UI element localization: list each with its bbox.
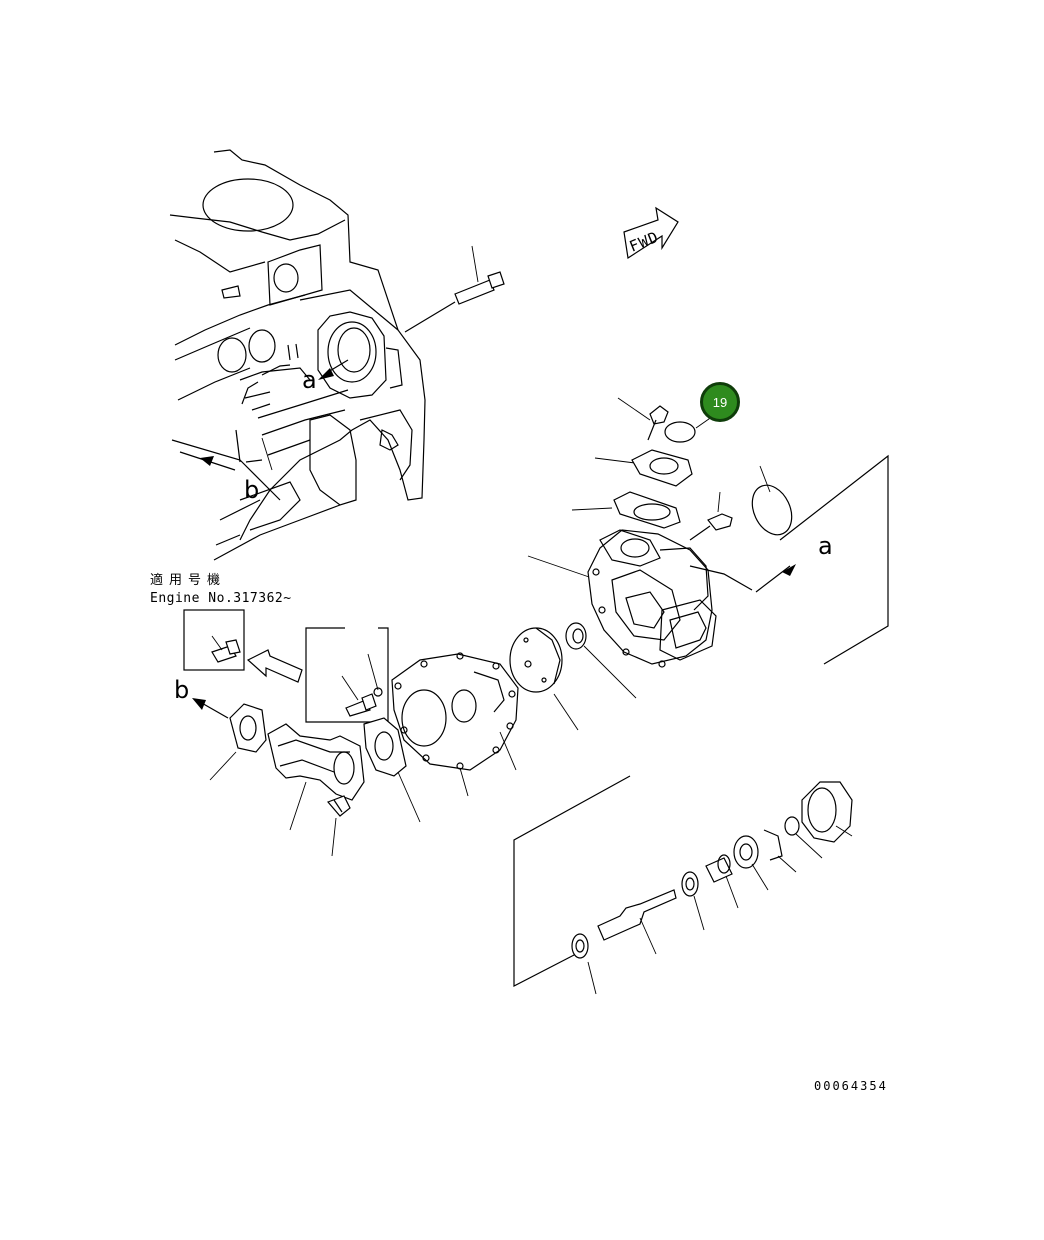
- pump-seal: [565, 622, 637, 699]
- inlet-gasket: [192, 698, 267, 781]
- applicability-title: 適用号機: [150, 573, 227, 588]
- applicability-engine-range: Engine No.317362~: [150, 591, 292, 606]
- inlet-elbow: [267, 723, 365, 857]
- ref-letter-b-engine: b: [244, 476, 260, 504]
- outlet-gasket: [363, 717, 421, 823]
- thermostat-cover-group: [571, 397, 793, 541]
- shaft-assembly: [513, 775, 853, 995]
- part-callout-19[interactable]: 19: [700, 382, 740, 422]
- water-pump-housing: [527, 454, 889, 668]
- ref-letter-b-inlet: b: [174, 676, 190, 704]
- ref-letter-a-pump: a: [818, 532, 833, 560]
- block-bolt: [404, 245, 505, 333]
- pump-body-plate: [391, 652, 519, 797]
- bolt-bracket-box: [305, 627, 389, 723]
- pump-pulley: [509, 627, 579, 731]
- drawing-number: 00064354: [814, 1079, 888, 1093]
- engine-reference-arrows: [179, 359, 349, 471]
- engine-block: [169, 149, 426, 561]
- detail-box-bolt: [183, 609, 303, 683]
- ref-letter-a-engine: a: [302, 366, 317, 394]
- fwd-arrow: FWD: [623, 206, 679, 260]
